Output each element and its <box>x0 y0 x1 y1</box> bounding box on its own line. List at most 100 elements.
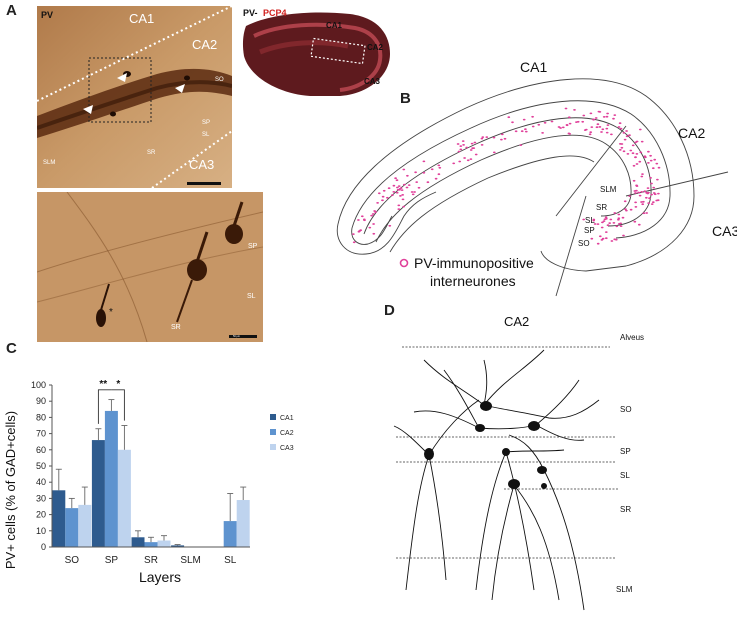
pv-cell-dot <box>462 144 465 146</box>
pv-cell-dot <box>620 146 624 149</box>
pv-cell-dot <box>352 241 356 244</box>
bottom-layer-label-sl: SL <box>247 293 256 300</box>
pv-cell-dot <box>426 181 430 184</box>
pv-cell-dot <box>469 149 473 151</box>
pv-cell-dot <box>543 121 547 124</box>
pv-cell-dot <box>606 124 610 126</box>
panel-b-letter: B <box>400 90 411 107</box>
y-tick-label: 40 <box>36 477 46 487</box>
stain-label-pcp4: PCP4 <box>263 8 287 18</box>
hippocampus-section <box>242 12 390 96</box>
dentate-curl <box>336 191 437 255</box>
pv-cell-dot <box>635 184 638 187</box>
pv-cell-dot <box>631 152 635 155</box>
pv-cell-dot <box>594 117 598 119</box>
pv-cell-dot <box>601 221 604 224</box>
region-label-ca2: CA2 <box>192 37 217 52</box>
schematic-label-ca1: CA1 <box>520 59 547 75</box>
pv-cell-dot <box>621 216 625 219</box>
d-layer-sp: SP <box>620 447 631 456</box>
pv-cell-dot <box>613 212 617 214</box>
pv-cell-dot <box>637 223 641 226</box>
pv-cell-dot <box>417 186 421 189</box>
pv-cell-dot <box>657 166 661 169</box>
y-tick-label: 80 <box>36 412 46 422</box>
pv-cell-dot <box>397 185 401 188</box>
legend-swatch <box>270 414 276 420</box>
legend-label: CA3 <box>280 445 294 452</box>
pv-cell-dot <box>392 184 396 187</box>
pv-cell-dot <box>360 215 364 218</box>
pv-cell-dot <box>567 132 571 135</box>
legend-swatch <box>270 444 276 450</box>
pv-cell-dot <box>610 240 614 242</box>
y-tick-label: 90 <box>36 396 46 406</box>
pv-cell-dot <box>458 160 462 163</box>
pv-cell-dot <box>415 181 419 183</box>
sr-boundary <box>375 134 632 243</box>
pv-cell-dot <box>399 187 403 190</box>
pv-cell-dot <box>598 126 602 128</box>
pv-cell-dot <box>641 203 645 206</box>
pv-cell-dot <box>605 127 609 130</box>
pv-cell-dot <box>615 225 619 228</box>
pv-cell-dot <box>590 237 594 240</box>
pv-cell-dot <box>651 201 655 204</box>
pv-cell-dot <box>617 217 621 220</box>
pv-cell-dot <box>461 140 465 142</box>
inset-pv-pcp4: PV- PCP4 CA1 CA2 CA3 <box>240 6 392 98</box>
pv-cell-dots <box>352 107 661 245</box>
pv-cell-dot <box>422 160 426 163</box>
pv-cell-dot <box>617 126 621 128</box>
pv-cell-dot <box>414 171 417 174</box>
reconstruction-title: CA2 <box>504 314 529 329</box>
pv-cell-dot <box>600 226 604 229</box>
pv-cell-dot <box>524 128 527 131</box>
panel-c-letter: C <box>6 340 17 357</box>
pv-cell-dot <box>639 151 643 154</box>
bar <box>104 410 118 547</box>
pv-cell-dot <box>596 242 600 245</box>
pv-cell-dot <box>452 162 456 165</box>
pv-cell-dot <box>646 187 650 190</box>
pv-cell-dot <box>437 173 441 176</box>
hippocampus-schematic: CA1 CA2 CA3 SLM SR SL SP SO PV-immunopos… <box>326 56 737 300</box>
pv-cell-dot <box>511 121 514 124</box>
pv-cell-dot <box>613 114 617 116</box>
pv-cell-dot <box>413 191 416 193</box>
pv-cell-dot <box>397 208 401 211</box>
ca2-ca3-boundary <box>151 130 232 188</box>
pv-cell-dot <box>405 186 409 189</box>
pv-cell-dot <box>582 218 586 221</box>
pv-cell-dot <box>407 184 411 187</box>
legend-label: CA1 <box>280 415 294 422</box>
pv-cell-dot <box>381 195 385 198</box>
pv-cell-dot <box>459 148 463 151</box>
pv-cell-dot <box>650 203 654 206</box>
legend-line-1: PV-immunopositive <box>414 255 534 271</box>
pv-cell-dot <box>596 123 600 126</box>
pv-cell-dot <box>399 195 402 197</box>
somata <box>424 401 547 489</box>
pv-cell-dot <box>386 196 389 199</box>
inset-label-ca1: CA1 <box>326 21 343 30</box>
legend-label: CA2 <box>280 430 294 437</box>
pv-cell-dot <box>634 156 637 159</box>
pv-cell-dot <box>640 175 644 178</box>
pv-cell-dot <box>650 182 653 185</box>
pv-cell-dot <box>520 130 524 133</box>
pv-cell-dot <box>609 218 613 221</box>
pv-cell-dot <box>470 142 474 145</box>
pv-cell-dot <box>561 126 565 129</box>
pv-cell-dot <box>655 162 659 165</box>
schematic-layer-slm: SLM <box>600 185 617 194</box>
pv-cell-dot <box>473 141 477 144</box>
pv-neuron <box>96 309 106 327</box>
pv-cell-dot <box>625 135 629 138</box>
pv-cell-dot <box>500 133 504 136</box>
pv-cell-dot <box>650 193 653 196</box>
pv-cell-dot <box>437 164 441 167</box>
pv-cell-dot <box>632 179 636 182</box>
schematic-layer-so: SO <box>578 239 590 248</box>
pv-cell-dot <box>402 168 406 171</box>
